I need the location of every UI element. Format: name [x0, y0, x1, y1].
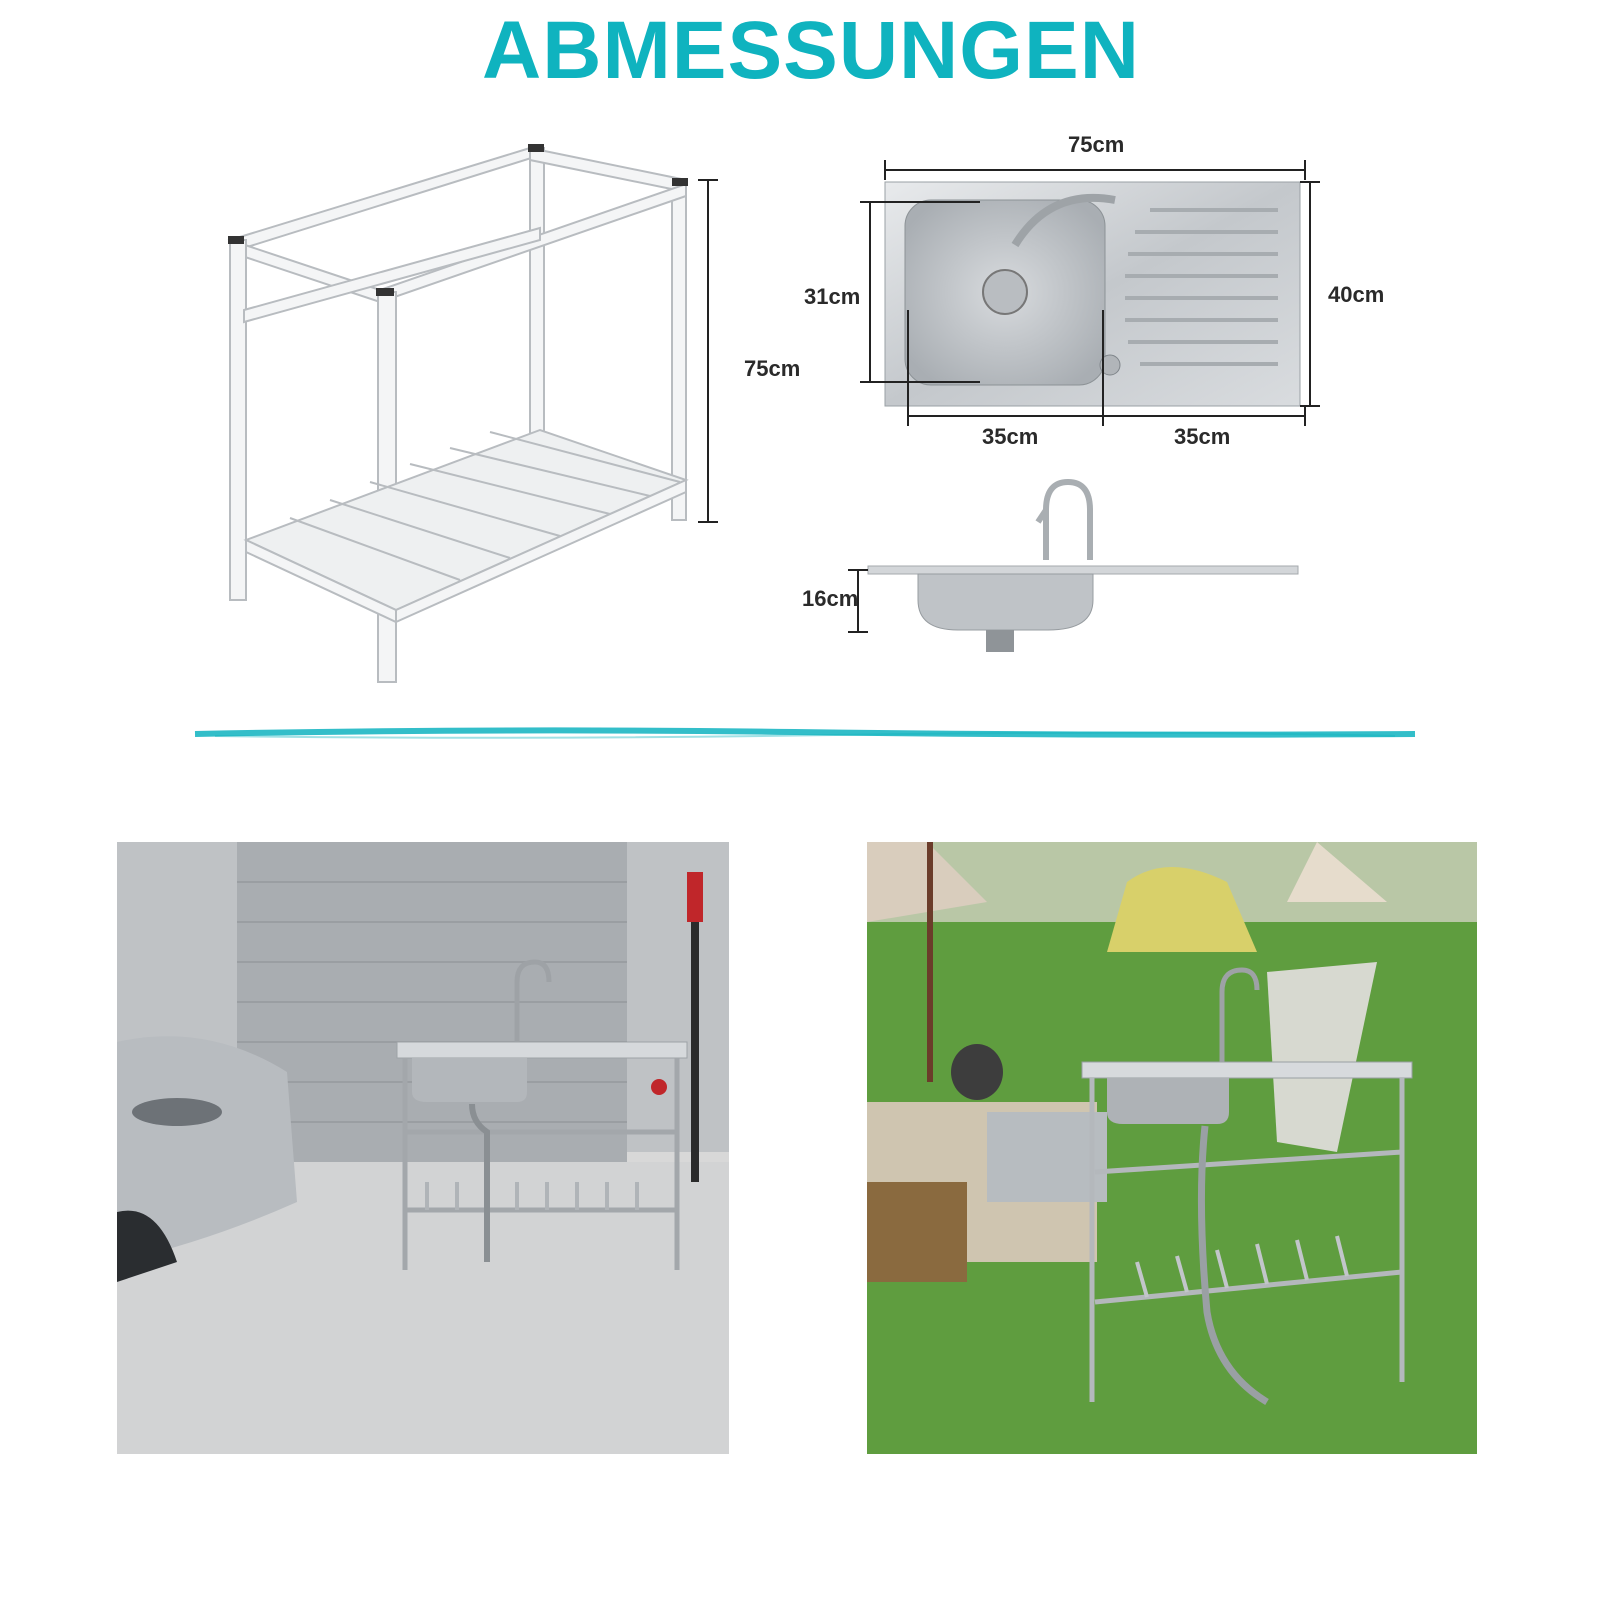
camping-photo	[867, 842, 1477, 1454]
sink-width-label: 75cm	[1068, 132, 1125, 157]
right-section-label: 35cm	[1174, 424, 1231, 449]
sink-side-view	[848, 478, 1299, 652]
brush-divider	[194, 727, 1416, 739]
frame-height-label: 75cm	[744, 356, 801, 381]
sink-depth-label: 40cm	[1328, 282, 1385, 307]
garage-photo	[117, 842, 729, 1454]
page-title: ABMESSUNGEN	[482, 5, 1140, 96]
basin-depth-label: 31cm	[804, 284, 861, 309]
left-section-label: 35cm	[982, 424, 1039, 449]
sink-top-view	[860, 160, 1320, 426]
frame-diagram	[227, 144, 718, 683]
basin-height-label: 16cm	[802, 586, 859, 611]
